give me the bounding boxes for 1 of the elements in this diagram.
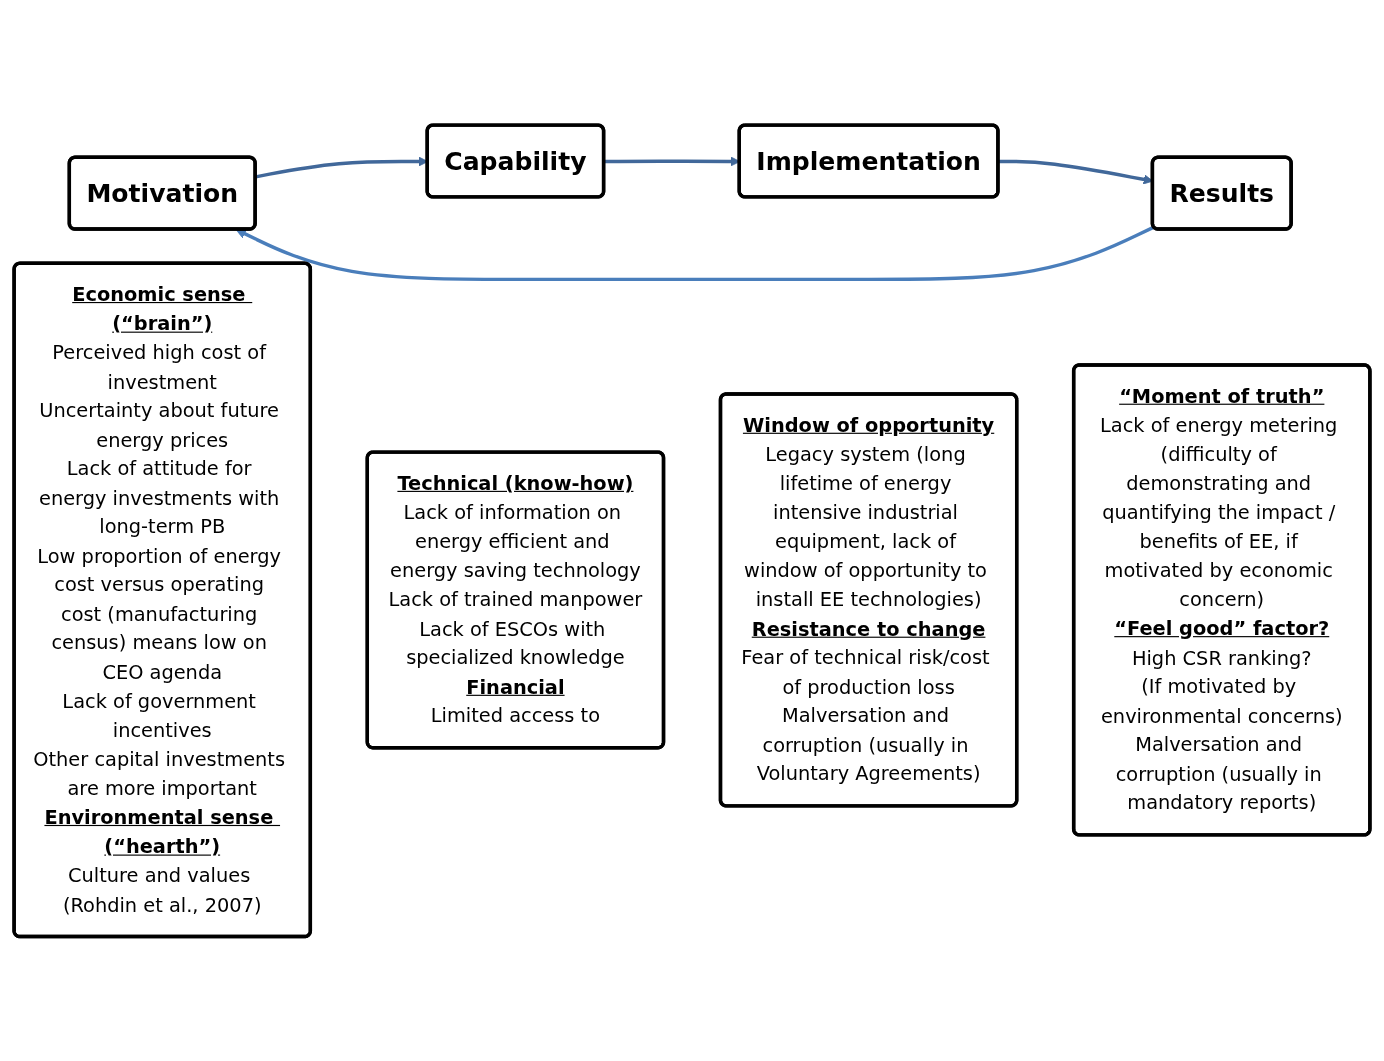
arrow (235, 225, 1155, 281)
